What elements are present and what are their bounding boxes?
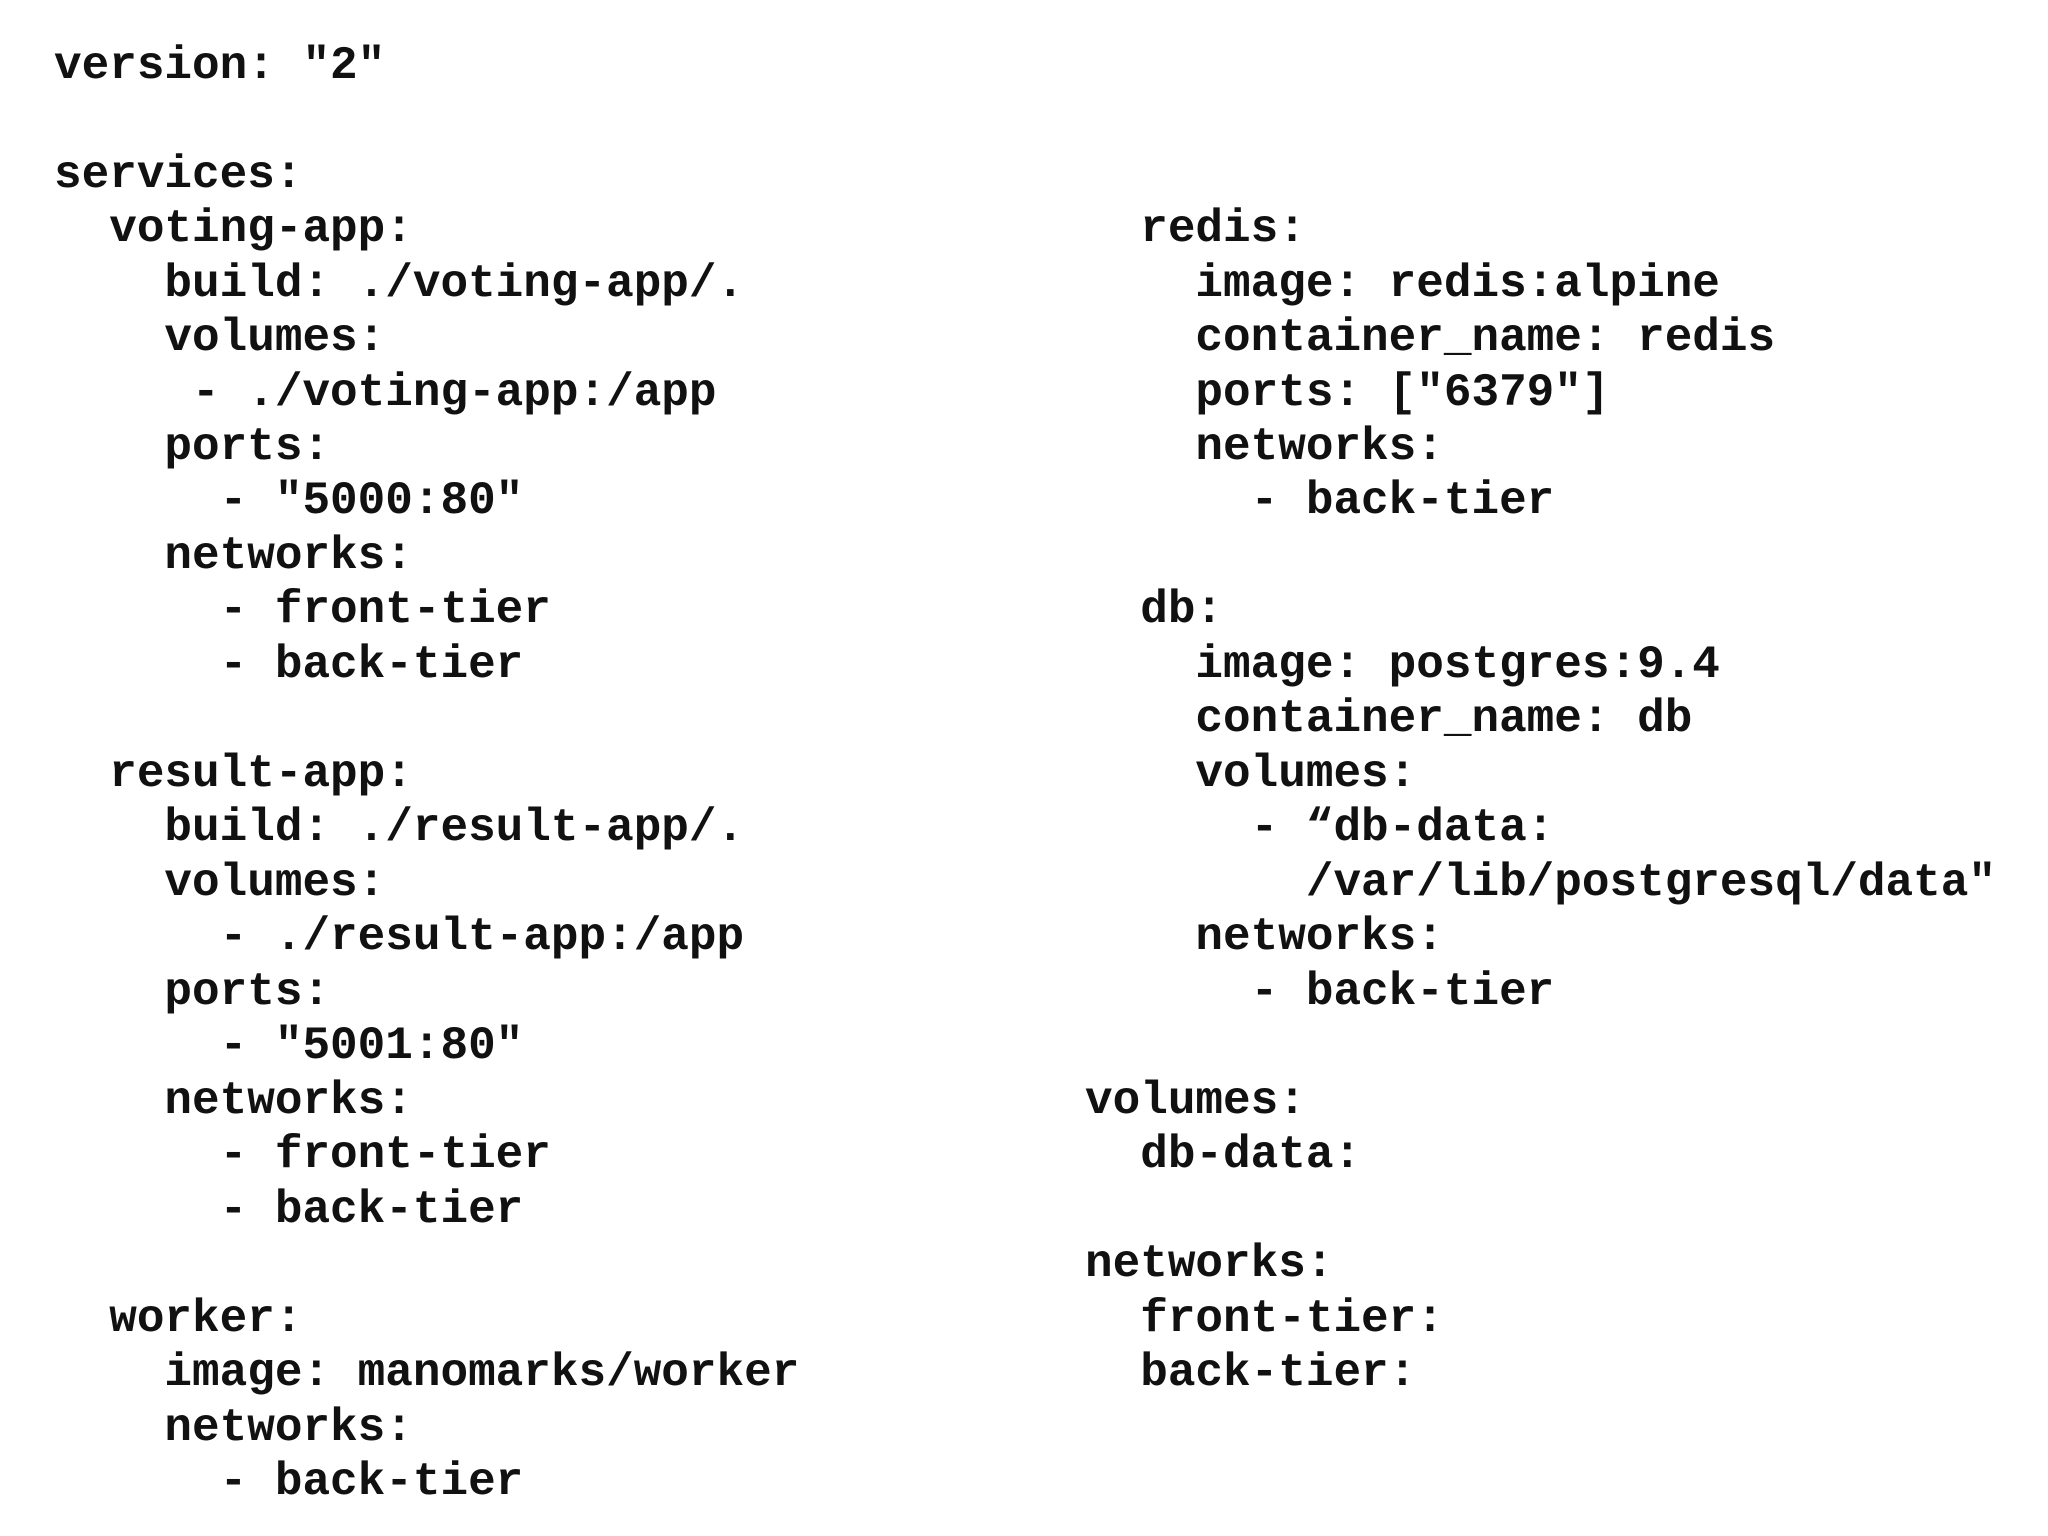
code-line: - back-tier — [1085, 966, 1555, 1018]
code-line: build: ./voting-app/. — [54, 258, 745, 310]
code-line: worker: — [54, 1293, 303, 1345]
code-line: - front-tier — [54, 584, 551, 636]
code-line: volumes: — [54, 312, 386, 364]
code-line: version: "2" — [54, 40, 386, 92]
code-line: db: — [1085, 584, 1224, 636]
code-line: build: ./result-app/. — [54, 802, 745, 854]
code-line: image: postgres:9.4 — [1085, 639, 1720, 691]
code-line: voting-app: — [54, 203, 413, 255]
code-line: - “db-data: — [1085, 802, 1555, 854]
code-line: - ./result-app:/app — [54, 911, 745, 963]
code-line: ports: — [54, 421, 331, 473]
code-line: networks: — [1085, 1238, 1334, 1290]
code-line: /var/lib/postgresql/data" — [1085, 857, 1996, 909]
code-line: - back-tier — [1085, 475, 1555, 527]
code-line: - front-tier — [54, 1129, 551, 1181]
code-line: - "5000:80" — [54, 475, 524, 527]
code-line: ports: ["6379"] — [1085, 367, 1610, 419]
code-line: volumes: — [1085, 748, 1417, 800]
code-line: db-data: — [1085, 1129, 1362, 1181]
code-line: container_name: redis — [1085, 312, 1776, 364]
code-line: networks: — [1085, 911, 1444, 963]
code-line: container_name: db — [1085, 693, 1693, 745]
code-line: - "5001:80" — [54, 1020, 524, 1072]
code-line: volumes: — [54, 857, 386, 909]
code-line: back-tier: — [1085, 1347, 1417, 1399]
code-line: image: manomarks/worker — [54, 1347, 800, 1399]
code-line: ports: — [54, 966, 331, 1018]
code-line: - back-tier — [54, 1184, 524, 1236]
code-line: image: redis:alpine — [1085, 258, 1720, 310]
code-line: - ./voting-app:/app — [54, 367, 717, 419]
code-line: - back-tier — [54, 639, 524, 691]
code-line: networks: — [54, 1075, 413, 1127]
code-line: services: — [54, 149, 303, 201]
code-line: networks: — [54, 1402, 413, 1454]
code-line: volumes: — [1085, 1075, 1306, 1127]
code-line: networks: — [54, 530, 413, 582]
code-line: redis: — [1085, 203, 1306, 255]
code-line: front-tier: — [1085, 1293, 1444, 1345]
code-line: result-app: — [54, 748, 413, 800]
code-line: networks: — [1085, 421, 1444, 473]
code-line: - back-tier — [54, 1456, 524, 1508]
